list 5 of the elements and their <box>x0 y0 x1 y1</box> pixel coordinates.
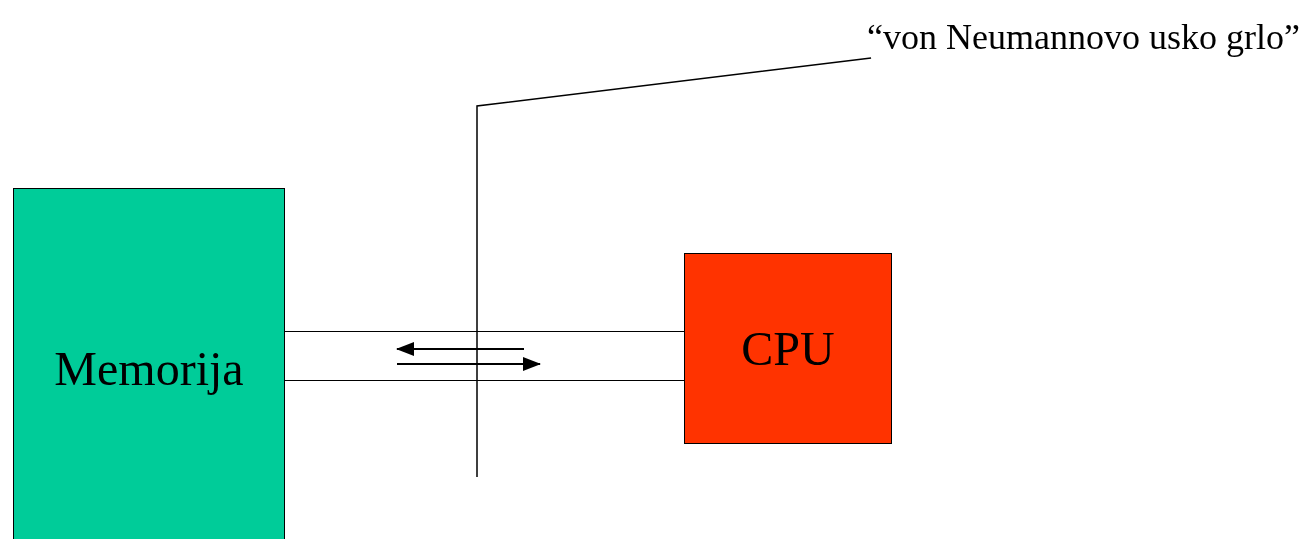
memory-box: Memorija <box>13 188 285 539</box>
leader-line <box>476 57 872 478</box>
bus-channel <box>285 331 684 381</box>
cpu-box: CPU <box>684 253 892 444</box>
annotation-text: “von Neumannovo usko grlo” <box>867 16 1300 58</box>
